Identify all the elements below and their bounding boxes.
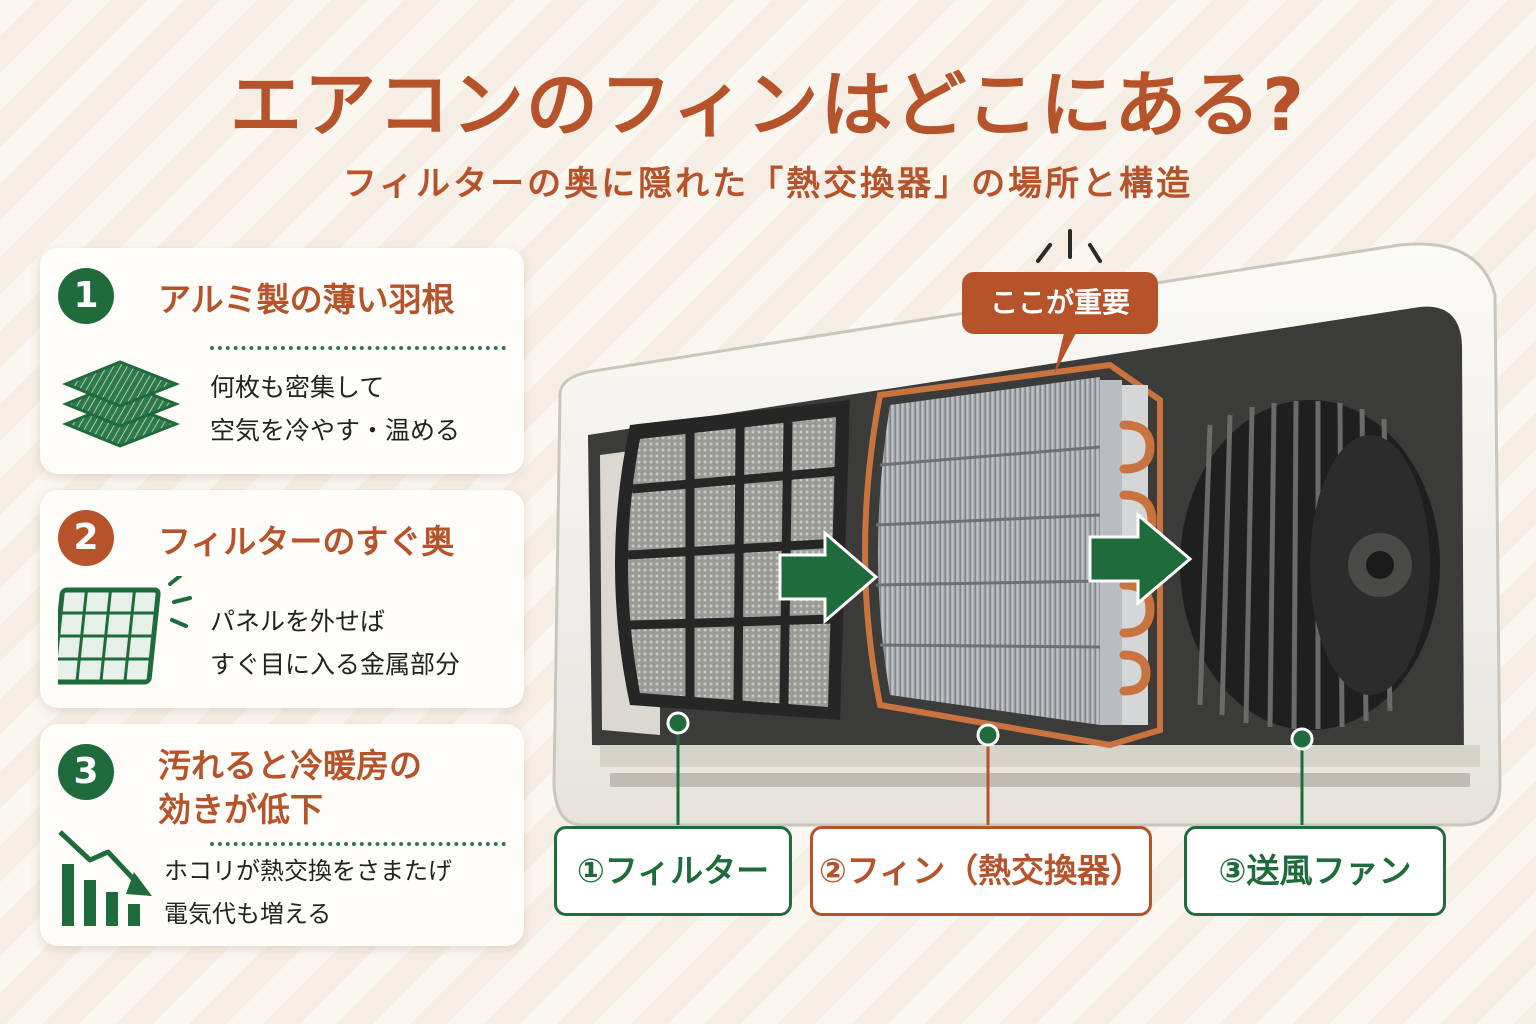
filter-panel-icon [58,576,192,685]
card-body-3-line-1: ホコリが熱交換をさまたげ [164,857,452,885]
card-body-3-line-2: 電気代も増える [164,900,332,928]
card-number-3: 3 [58,744,114,800]
air-conditioner-cutaway [552,229,1502,827]
label-fin-heat-exchanger: ②フィン（熱交換器） [810,826,1152,916]
card-divider-1 [210,346,506,350]
card-title-2: フィルターのすぐ奥 [158,522,455,561]
stacked-fins-icon [62,360,181,448]
card-body-1: 何枚も密集して 空気を冷やす・温める [210,366,460,452]
label-blower-fan: ③送風ファン [1184,826,1446,916]
page-subtitle: フィルターの奥に隠れた「熱交換器」の場所と構造 [342,164,1194,204]
card-title-3: 汚れると冷暖房の 効きが低下 [158,744,510,832]
card-title-3-line-1: 汚れると冷暖房の [158,746,422,785]
airflow-arrow-1 [778,529,879,625]
declining-chart-icon [58,830,152,926]
card-body-2: パネルを外せば すぐ目に入る金属部分 [210,600,460,686]
card-body-2-line-1: パネルを外せば [210,607,386,636]
filter-illustration [615,400,850,720]
info-card-1: 1 アルミ製の薄い羽根 何枚も密集して 空気を冷やす・温める [40,248,524,474]
card-body-2-line-2: すぐ目に入る金属部分 [210,650,461,679]
card-body-3: ホコリが熱交換をさまたげ 電気代も増える [164,850,452,936]
card-number-1: 1 [58,268,114,324]
page-title: エアコンのフィンはどこにある? [229,63,1307,147]
card-divider-3 [210,842,506,846]
heat-exchanger-illustration [862,361,1163,749]
card-title-3-line-2: 効きが低下 [158,790,323,829]
info-card-2: 2 フィルターのすぐ奥 パネルを外せば すぐ目に入る金属部分 [40,490,524,708]
blower-fan-illustration [1180,400,1440,730]
info-card-3: 3 汚れると冷暖房の 効きが低下 ホコリが熱交換をさまたげ 電気代も増える [40,724,524,946]
card-body-1-line-2: 空気を冷やす・温める [210,416,461,445]
airflow-arrow-2 [1088,511,1193,607]
card-body-1-line-1: 何枚も密集して [210,373,385,402]
label-filter: ①フィルター [554,826,792,916]
card-number-2: 2 [58,510,114,566]
important-callout: ここが重要 [962,272,1158,334]
card-title-1: アルミ製の薄い羽根 [158,280,455,319]
